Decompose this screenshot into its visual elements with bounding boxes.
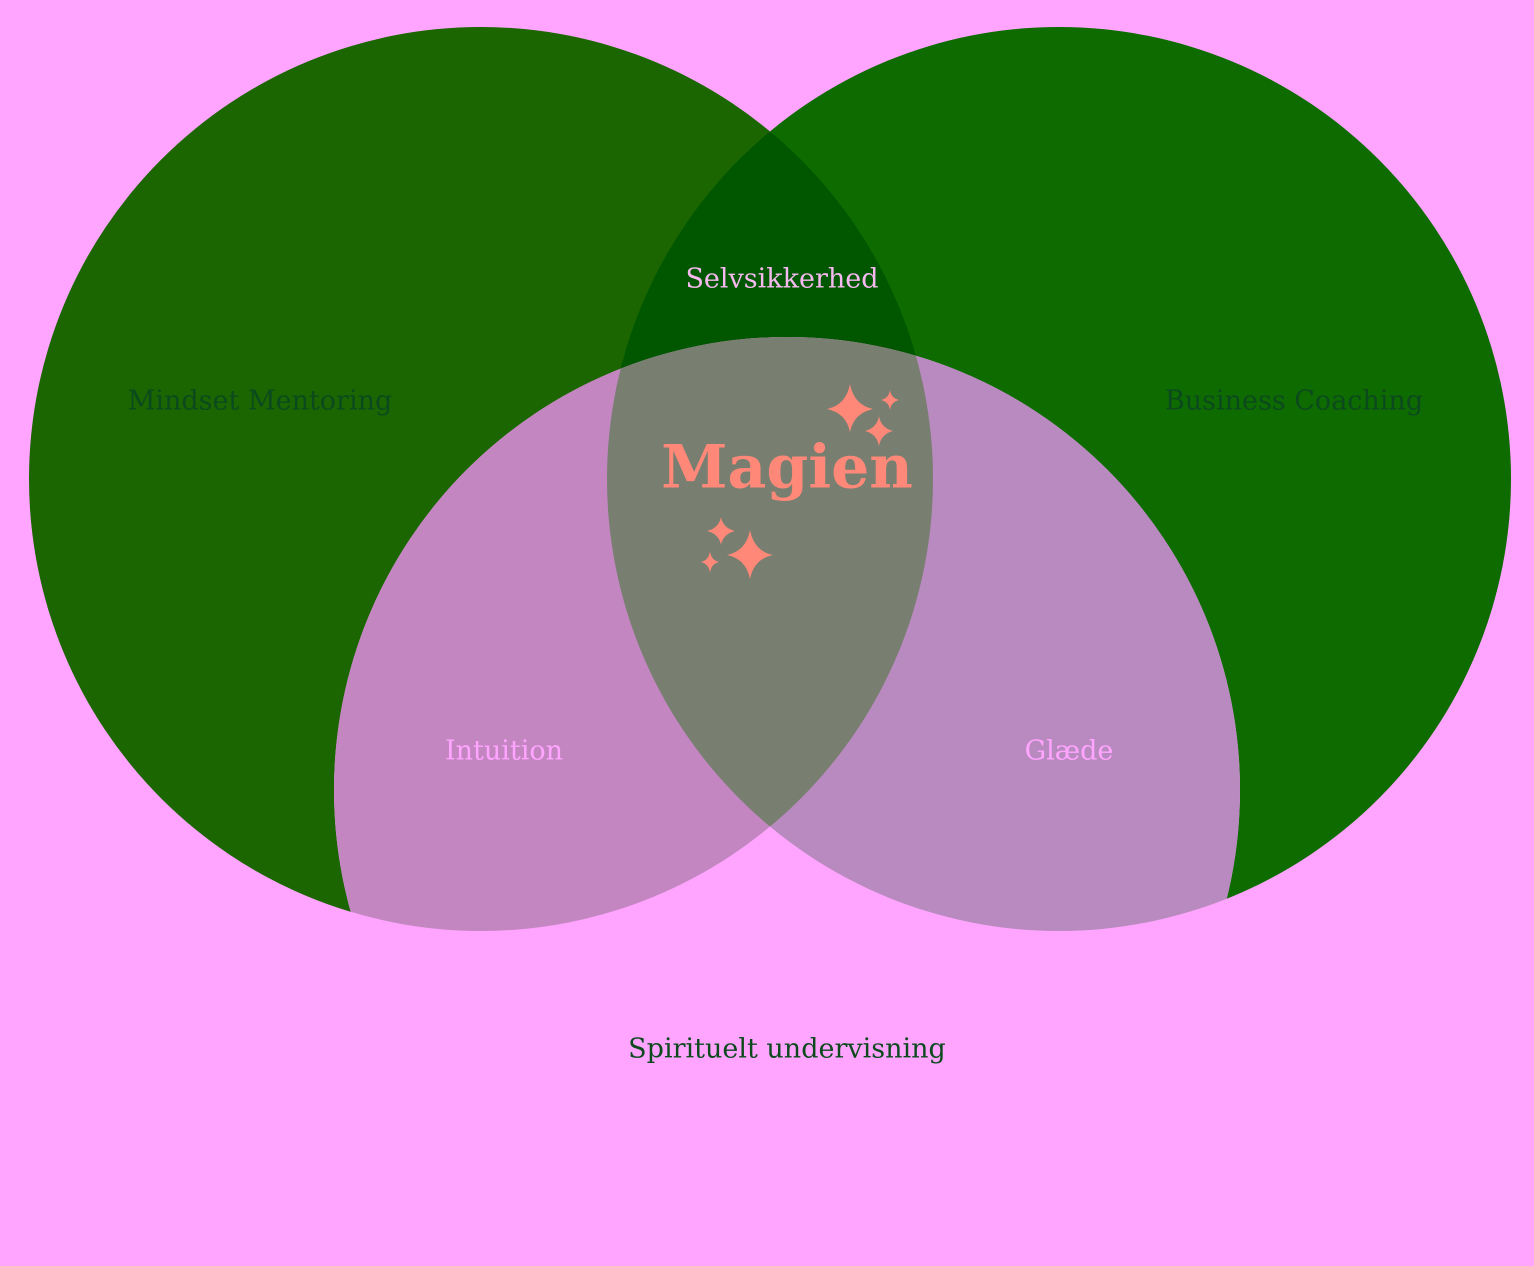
set-label-bottom: Spirituelt undervisning <box>628 1034 946 1065</box>
center-label: Magien <box>661 433 913 503</box>
sparkles-icon <box>701 384 899 579</box>
overlap-center <box>607 337 933 931</box>
intersection-label-left-right: Selvsikkerhed <box>685 264 878 295</box>
sparkle-large-top <box>827 384 873 432</box>
intersection-label-left-bottom: Intuition <box>445 736 563 767</box>
intersection-label-right-bottom: Glæde <box>1025 736 1114 767</box>
set-label-left: Mindset Mentoring <box>128 386 393 417</box>
sparkle-small-bottom <box>701 551 719 573</box>
sparkle-medium-bottom <box>707 517 735 545</box>
sparkle-large-bottom <box>727 530 773 579</box>
sparkle-medium-top <box>865 416 893 446</box>
sparkle-small-top <box>881 390 899 410</box>
set-label-right: Business Coaching <box>1165 386 1423 417</box>
